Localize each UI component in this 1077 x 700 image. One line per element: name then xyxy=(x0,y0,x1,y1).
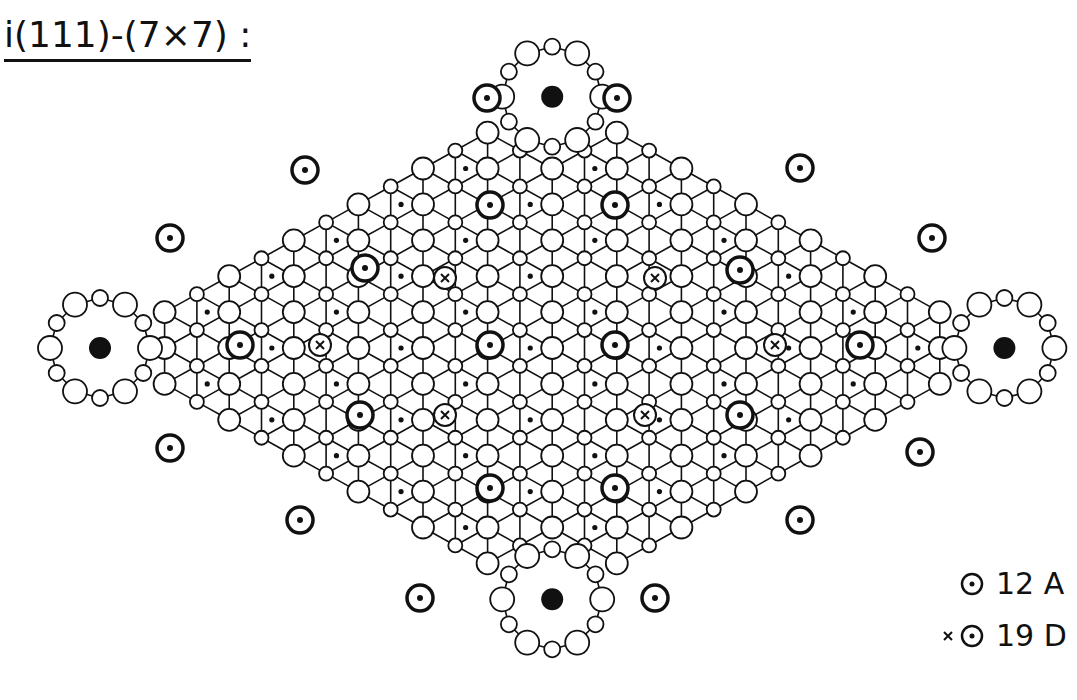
corner-hole xyxy=(541,86,563,108)
legend-text: 19 D xyxy=(996,618,1067,653)
dimer-marks xyxy=(309,267,786,426)
corner-hole xyxy=(89,337,111,359)
bond-lines xyxy=(50,47,1054,650)
legend-text: 12 A xyxy=(996,566,1064,601)
lattice-atoms xyxy=(38,39,1066,658)
legend-row: 12 A xyxy=(958,566,1064,601)
corner-hole xyxy=(993,337,1015,359)
dimer-symbol xyxy=(940,622,986,650)
corner-hole xyxy=(541,588,563,610)
adatoms xyxy=(157,85,945,611)
title: i(111)-(7×7) : xyxy=(4,14,251,62)
rest-atom-dots xyxy=(205,166,921,530)
adatom-symbol xyxy=(958,570,986,598)
legend-row: 19 D xyxy=(940,618,1067,653)
